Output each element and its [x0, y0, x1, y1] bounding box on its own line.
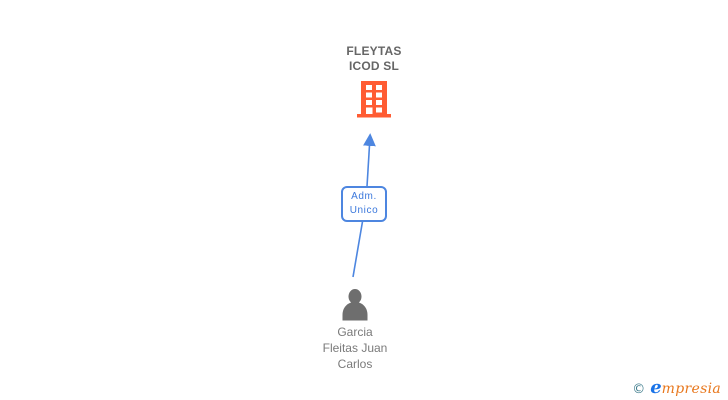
company-name-line2: ICOD SL: [348, 59, 400, 73]
copyright-icon: ©: [632, 382, 646, 397]
person-node[interactable]: Garcia Fleitas Juan Carlos: [295, 289, 415, 372]
person-name: Garcia Fleitas Juan Carlos: [295, 324, 415, 372]
brand-initial: e: [650, 377, 662, 398]
person-icon: [342, 289, 368, 321]
person-name-line2: Fleitas Juan: [322, 341, 388, 355]
company-name-line1: FLEYTAS: [346, 44, 402, 58]
building-icon: [357, 81, 391, 118]
empresia-logo[interactable]: © e mpresia: [632, 377, 721, 398]
company-name: FLEYTAS ICOD SL: [304, 44, 444, 74]
company-node[interactable]: FLEYTAS ICOD SL: [304, 44, 444, 118]
edge-label-line2: Unico: [349, 205, 379, 216]
person-name-line1: Garcia: [337, 325, 373, 339]
edge-label: Adm. Unico: [341, 186, 387, 222]
person-name-line3: Carlos: [337, 357, 373, 371]
brand-text: mpresia: [661, 381, 721, 397]
edge-label-line1: Adm.: [351, 191, 377, 202]
